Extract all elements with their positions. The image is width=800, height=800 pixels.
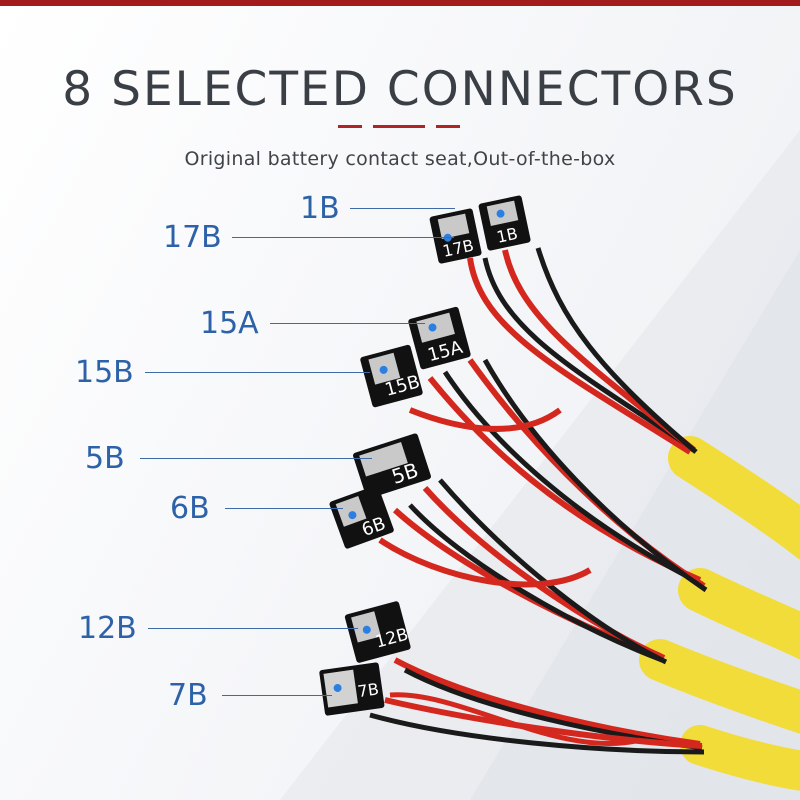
connector-15A: 15A (408, 306, 471, 370)
leader-line (140, 458, 372, 459)
leader-line (225, 508, 343, 509)
connector-6B: 6B (329, 485, 394, 549)
connector-label-17B: 17B (163, 220, 222, 255)
title-underline-dash (338, 125, 362, 128)
svg-text:1B: 1B (495, 224, 520, 247)
connector-1B: 1B (478, 195, 531, 251)
top-accent-bar (0, 0, 800, 6)
connector-label-15A: 15A (200, 306, 259, 341)
cable-sleeve (639, 639, 800, 734)
svg-text:7B: 7B (356, 679, 380, 701)
cable-sleeve (668, 436, 800, 560)
connector-5B: 5B (353, 433, 431, 499)
connector-15B: 15B (360, 344, 423, 408)
title-underline-dash (436, 125, 460, 128)
leader-line (148, 628, 358, 629)
leader-line (145, 372, 370, 373)
leader-line (350, 208, 455, 209)
connector-label-5B: 5B (85, 441, 125, 476)
page-title: 8 SELECTED CONNECTORS (62, 62, 738, 117)
connector-12B: 12B (344, 601, 411, 663)
connector-label-6B: 6B (170, 491, 210, 526)
leader-line (232, 237, 454, 238)
connector-label-15B: 15B (75, 355, 134, 390)
connector-label-7B: 7B (168, 678, 208, 713)
connector-label-1B: 1B (300, 191, 340, 226)
connector-label-12B: 12B (78, 611, 137, 646)
title-underline-dash (373, 125, 425, 128)
cable-sleeve (680, 725, 800, 791)
connector-17B: 17B (429, 208, 482, 264)
connector-7B: 7B (319, 662, 385, 716)
cable-sleeve (678, 568, 800, 660)
leader-line (222, 695, 332, 696)
page-subtitle: Original battery contact seat,Out-of-the… (184, 148, 616, 170)
leader-line (270, 323, 425, 324)
